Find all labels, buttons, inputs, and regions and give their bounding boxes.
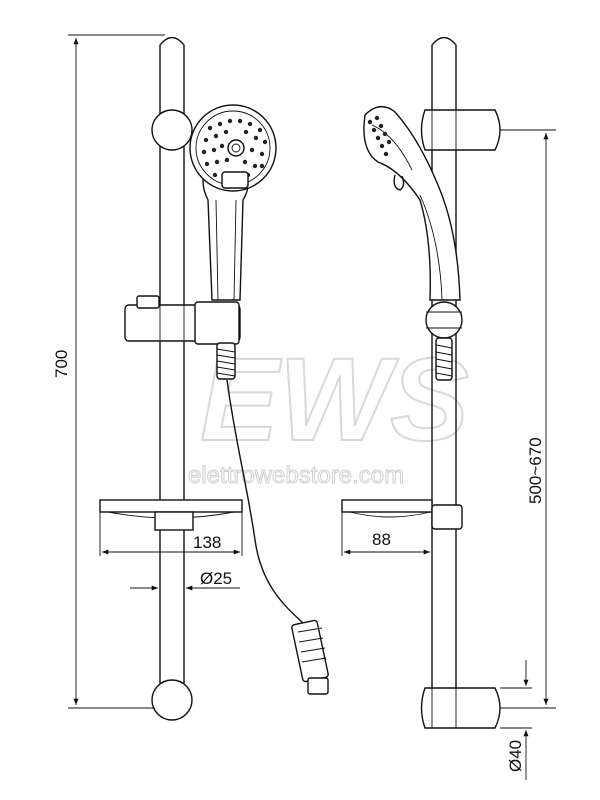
- watermark-url: elettrowebstore.com: [188, 462, 404, 489]
- side-slide-bar: [431, 36, 457, 706]
- front-dish-tray: [99, 499, 243, 513]
- side-hose-spring: [435, 337, 453, 381]
- front-slider-holder: [124, 295, 241, 345]
- front-dish-clip: [154, 511, 194, 531]
- front-hose-nut: [307, 677, 329, 695]
- front-hose: [226, 379, 306, 626]
- front-view: 138 Ø25 700: [52, 34, 329, 721]
- side-shower-nozzles: [367, 115, 392, 157]
- side-soap-dish: [341, 499, 463, 530]
- dim-bracket-diameter-label: Ø40: [506, 740, 525, 772]
- side-view: 88 500~670 Ø40: [341, 36, 556, 780]
- side-bottom-bracket: [420, 687, 501, 729]
- dim-bar-diameter-label: Ø25: [200, 569, 232, 588]
- dim-bar-diameter: Ø25: [130, 560, 240, 600]
- side-dish-tray: [341, 499, 433, 513]
- dim-dish-front: 138: [99, 512, 243, 556]
- dim-adjust-range: 500~670: [500, 129, 556, 709]
- dim-dish-side-label: 88: [372, 530, 391, 549]
- front-soap-dish: [99, 499, 243, 531]
- front-bottom-bracket: [151, 679, 193, 721]
- front-hose-end-spring: [291, 619, 329, 695]
- watermark: EWS elettrowebstore.com: [188, 333, 470, 490]
- side-dish-clip: [431, 504, 463, 530]
- side-top-bracket: [420, 109, 501, 151]
- dim-dish-front-label: 138: [193, 533, 221, 552]
- side-handshower-body: [363, 106, 461, 301]
- dim-bracket-diameter: Ø40: [500, 660, 532, 780]
- dim-dish-side: 88: [341, 512, 433, 556]
- front-holder-button: [136, 295, 160, 309]
- front-holder-cup: [194, 301, 240, 345]
- dim-total-height-label: 700: [52, 350, 71, 378]
- dim-total-height: 700: [52, 34, 165, 709]
- watermark-logo: EWS: [200, 334, 469, 466]
- front-head-neck: [221, 171, 249, 189]
- side-slider-holder: [425, 301, 463, 339]
- front-hose-spring: [216, 342, 236, 380]
- dim-adjust-range-label: 500~670: [526, 437, 545, 504]
- side-button: [393, 174, 405, 191]
- front-top-bracket: [151, 109, 193, 151]
